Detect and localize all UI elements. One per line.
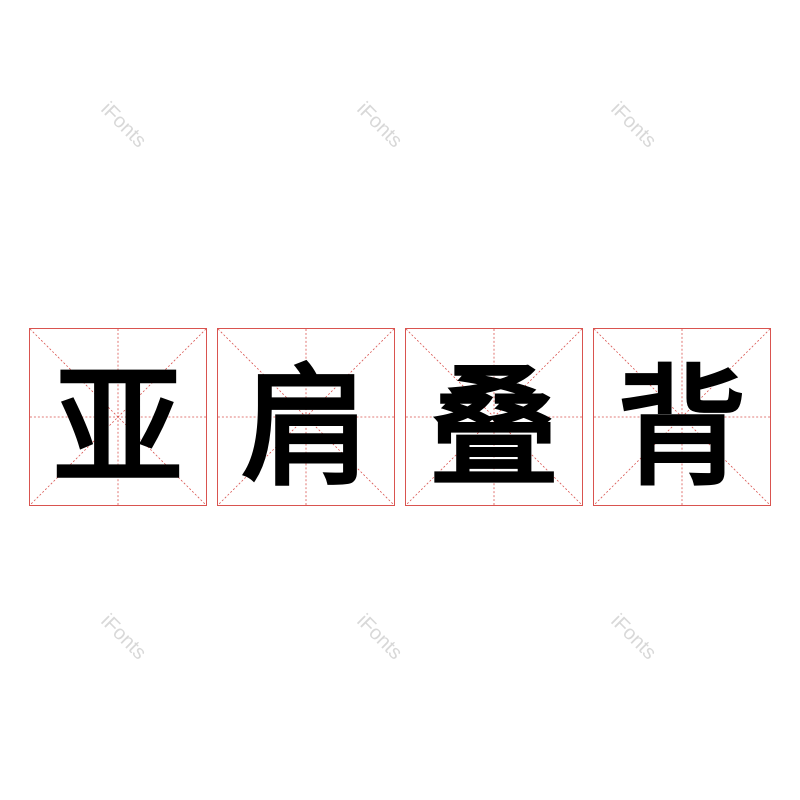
watermark-bottom-center: iFonts [352,610,407,665]
character-grid-1: 亚 [29,328,207,506]
character-grid-2: 肩 [217,328,395,506]
watermark-bottom-left: iFonts [96,610,151,665]
grid-guides-icon [406,329,582,505]
character-grid-4: 背 [593,328,771,506]
watermark-top-right: iFonts [606,98,661,153]
character: 背 [616,352,747,504]
grid-guides-icon [594,329,770,505]
watermark-top-center: iFonts [352,98,407,153]
character-grid-3: 叠 [405,328,583,506]
character: 亚 [52,352,183,504]
grid-guides-icon [30,329,206,505]
grid-guides-icon [218,329,394,505]
watermark-bottom-right: iFonts [606,610,661,665]
watermark-top-left: iFonts [96,98,151,153]
character: 肩 [240,352,371,504]
character: 叠 [428,352,559,504]
